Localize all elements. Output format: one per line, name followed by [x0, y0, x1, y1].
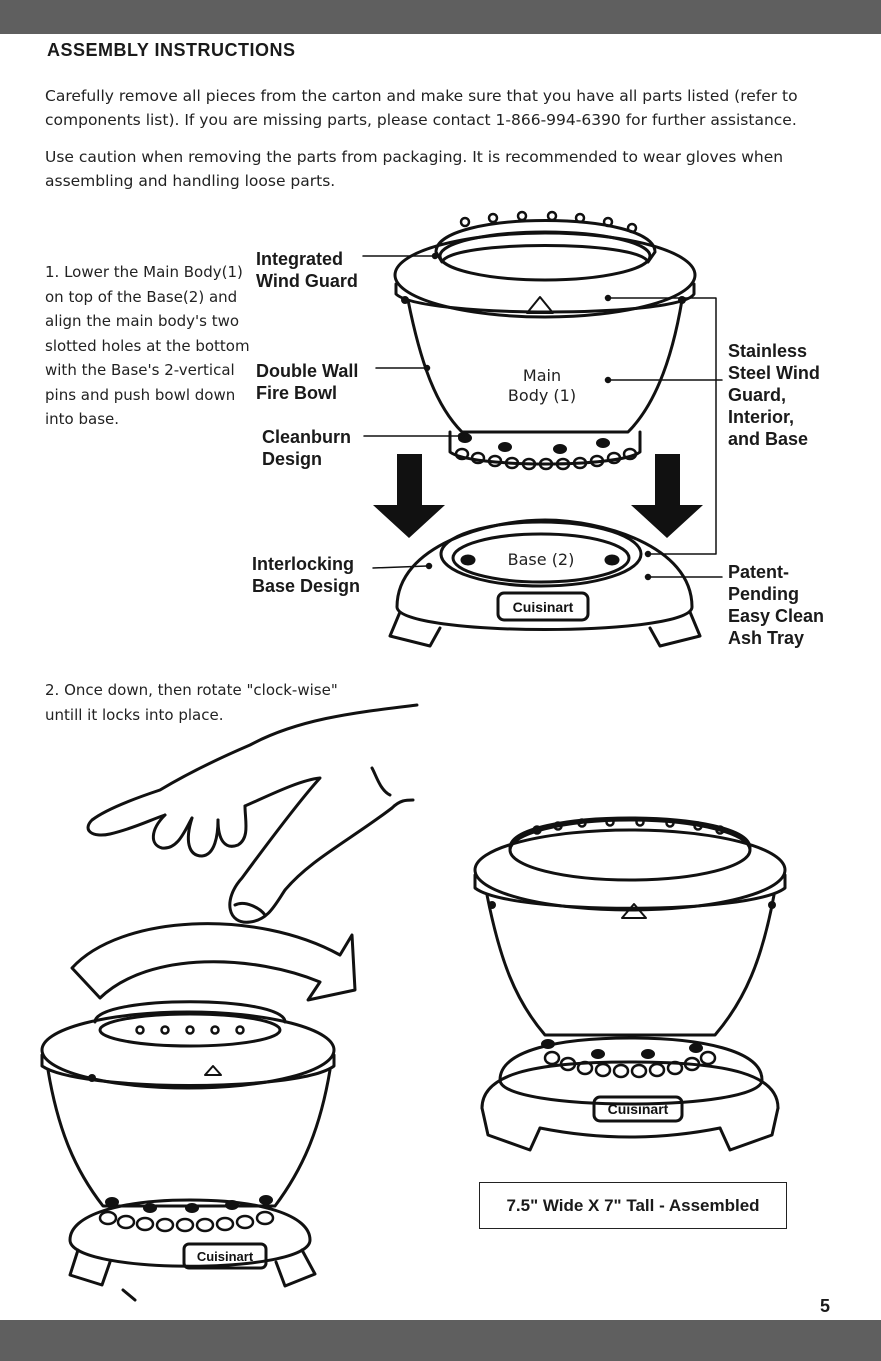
dimensions-box: 7.5" Wide X 7" Tall - Assembled: [479, 1182, 787, 1229]
down-arrow-icon: [631, 454, 703, 538]
cuisinart-logo: Cuisinart: [608, 1101, 669, 1117]
vent-holes-bottom: [454, 447, 638, 471]
rotate-clockwise-arrow-icon: [70, 922, 357, 1002]
hand-illustration: [86, 703, 419, 924]
rotating-firepit-illustration: [40, 1000, 336, 1302]
footer-bar: [0, 1320, 881, 1361]
main-body-label-2: Body (1): [508, 386, 576, 405]
page-number: 5: [820, 1296, 831, 1316]
base-label: Base (2): [508, 550, 575, 569]
cuisinart-logo: Cuisinart: [197, 1249, 254, 1264]
down-arrow-icon: [373, 454, 445, 538]
base-illustration: [388, 518, 702, 648]
assembled-firepit-illustration: [473, 816, 787, 1152]
leader-lines: [362, 252, 723, 581]
intro-paragraph-2: Use caution when removing the parts from…: [45, 148, 784, 190]
page-title: ASSEMBLY INSTRUCTIONS: [47, 40, 296, 60]
label-stainless-steel: Stainless Steel Wind Guard, Interior, an…: [728, 341, 820, 449]
step-2-text: 2. Once down, then rotate "clock-wise" u…: [45, 681, 338, 724]
label-cleanburn-design: Cleanburn Design: [262, 427, 352, 469]
main-body-label-1: Main: [523, 366, 561, 385]
main-body-illustration: [393, 210, 697, 471]
intro-paragraph-1: Carefully remove all pieces from the car…: [45, 87, 798, 129]
label-ash-tray: Patent-Pending Easy Clean Ash Tray: [728, 562, 825, 648]
header-bar: [0, 0, 881, 34]
label-double-wall-fire-bowl: Double Wall Fire Bowl: [256, 361, 359, 403]
step-1-text: 1. Lower the Main Body(1) on top of the …: [45, 263, 250, 428]
cuisinart-logo: Cuisinart: [513, 599, 574, 615]
label-interlocking-base-design: Interlocking Base Design: [252, 554, 361, 596]
label-integrated-wind-guard: Integrated Wind Guard: [256, 249, 358, 291]
vent-holes-top: [459, 210, 638, 234]
